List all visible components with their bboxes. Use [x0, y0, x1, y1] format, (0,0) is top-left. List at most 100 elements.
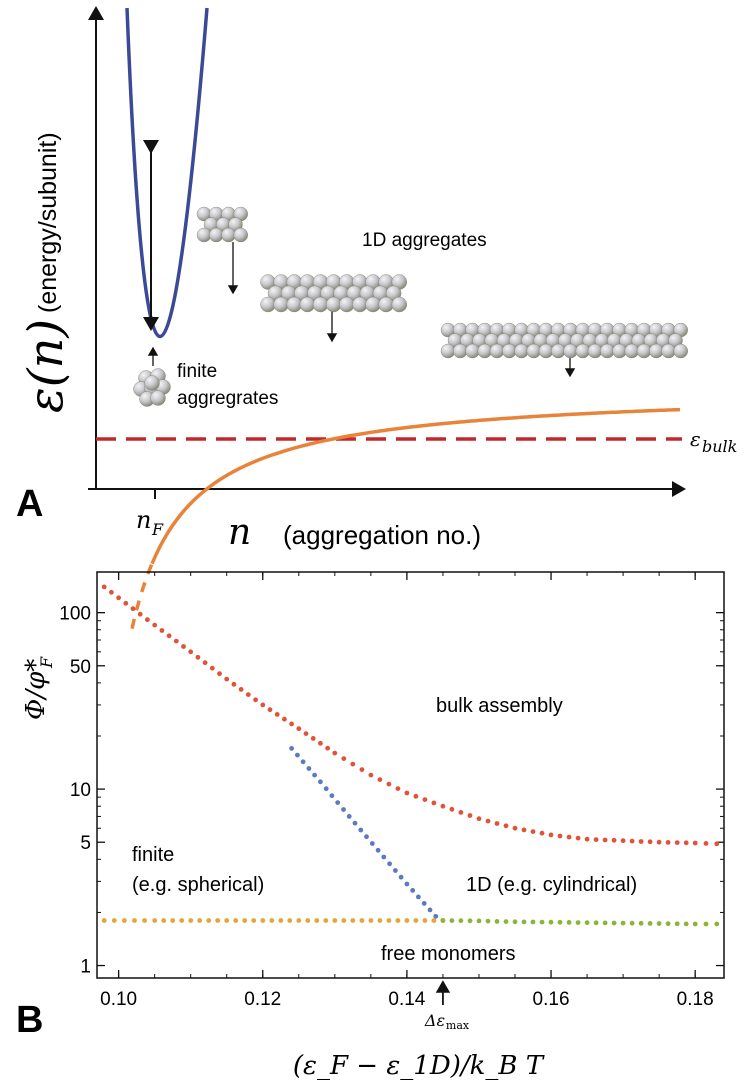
sphere: [587, 343, 603, 359]
data-point: [404, 918, 410, 923]
data-point: [485, 818, 491, 824]
sphere: [339, 296, 355, 313]
data-point: [202, 660, 208, 666]
data-point: [274, 712, 280, 717]
bulk-subscript: bulk: [702, 437, 737, 456]
data-point: [683, 921, 689, 927]
data-point: [132, 918, 137, 923]
data-point: [350, 918, 356, 923]
data-point: [300, 759, 306, 765]
data-point: [335, 800, 341, 805]
data-point: [714, 841, 720, 847]
data-point: [287, 918, 293, 923]
data-point: [386, 918, 392, 923]
data-point: [251, 918, 257, 923]
sphere: [636, 343, 652, 359]
data-point: [296, 726, 302, 732]
data-point: [638, 839, 644, 844]
data-point: [188, 649, 194, 655]
data-point: [166, 633, 172, 639]
data-point: [123, 600, 129, 606]
data-point: [224, 676, 230, 682]
data-point: [421, 901, 427, 906]
sphere: [649, 343, 664, 359]
data-point: [310, 736, 316, 741]
long-1d-aggregate-image: [440, 322, 688, 359]
region-1d: 1D (e.g. cylindrical): [466, 874, 637, 896]
data-point: [350, 761, 356, 767]
y-tick-label: 10: [70, 780, 91, 801]
one-d-aggregates-label: 1D aggregates: [362, 230, 487, 251]
data-point: [629, 920, 635, 926]
data-point: [224, 918, 230, 923]
x-tick-label: 0.18: [677, 989, 714, 1010]
sphere: [673, 343, 688, 359]
series-0: [101, 584, 720, 847]
plot-frame: [96, 571, 725, 979]
data-point: [101, 584, 107, 590]
data-point: [130, 606, 136, 612]
panel-a: A ε(n) (energy/subunit) n F n (aggregati…: [16, 6, 737, 630]
data-point: [584, 920, 590, 926]
series-1: [289, 746, 439, 919]
data-point: [145, 617, 150, 623]
data-point: [282, 716, 287, 722]
sphere: [477, 343, 492, 359]
data-point: [485, 918, 491, 924]
data-point: [557, 833, 563, 839]
data-point: [611, 837, 617, 843]
data-point: [629, 838, 635, 844]
data-point: [295, 752, 300, 758]
data-point: [381, 854, 387, 860]
data-point: [364, 834, 369, 840]
finite-aggregate-image: [133, 368, 171, 407]
data-point: [116, 595, 121, 601]
data-point: [416, 894, 421, 900]
a-x-symbol: n: [228, 512, 251, 553]
data-point: [566, 834, 572, 840]
data-point: [306, 766, 312, 771]
a-y-label: (energy/subunit): [34, 132, 62, 313]
data-point: [440, 918, 446, 923]
b-y-axis-subscript: F: [37, 656, 56, 669]
x-tick-label: 0.10: [100, 989, 137, 1010]
data-point: [427, 907, 433, 913]
one-d-energy-curve: [150, 407, 681, 565]
data-point: [269, 918, 275, 923]
data-point: [620, 920, 626, 926]
sphere: [453, 343, 468, 359]
data-point: [352, 820, 358, 826]
sphere: [489, 343, 505, 359]
data-point: [714, 921, 720, 927]
data-point: [369, 841, 375, 846]
data-point: [395, 786, 401, 791]
data-point: [393, 868, 398, 873]
data-point: [665, 921, 671, 927]
y-tick-label: 1: [80, 957, 91, 978]
data-point: [195, 654, 201, 660]
a-y-symbol: ε(n): [18, 319, 74, 413]
sphere: [150, 390, 166, 406]
sphere: [502, 343, 517, 359]
data-point: [503, 823, 509, 829]
y-tick-label: 5: [80, 833, 91, 854]
data-point: [575, 920, 581, 925]
data-point: [332, 750, 338, 756]
sphere: [196, 227, 212, 243]
data-point: [458, 918, 464, 924]
data-point: [137, 611, 143, 617]
data-point: [692, 840, 698, 846]
data-point: [341, 756, 347, 761]
finite-label-line1: finite: [177, 361, 217, 382]
short-1d-aggregate-image: [196, 206, 248, 243]
data-point: [422, 797, 428, 802]
sphere: [299, 296, 316, 313]
data-point: [318, 740, 323, 746]
data-point: [433, 913, 439, 919]
x-tick-label: 0.12: [244, 989, 281, 1010]
data-point: [173, 638, 179, 644]
delta-max-subscript: max: [446, 1019, 470, 1032]
data-point: [188, 918, 194, 923]
finite-label-line2: aggregrates: [177, 388, 278, 409]
